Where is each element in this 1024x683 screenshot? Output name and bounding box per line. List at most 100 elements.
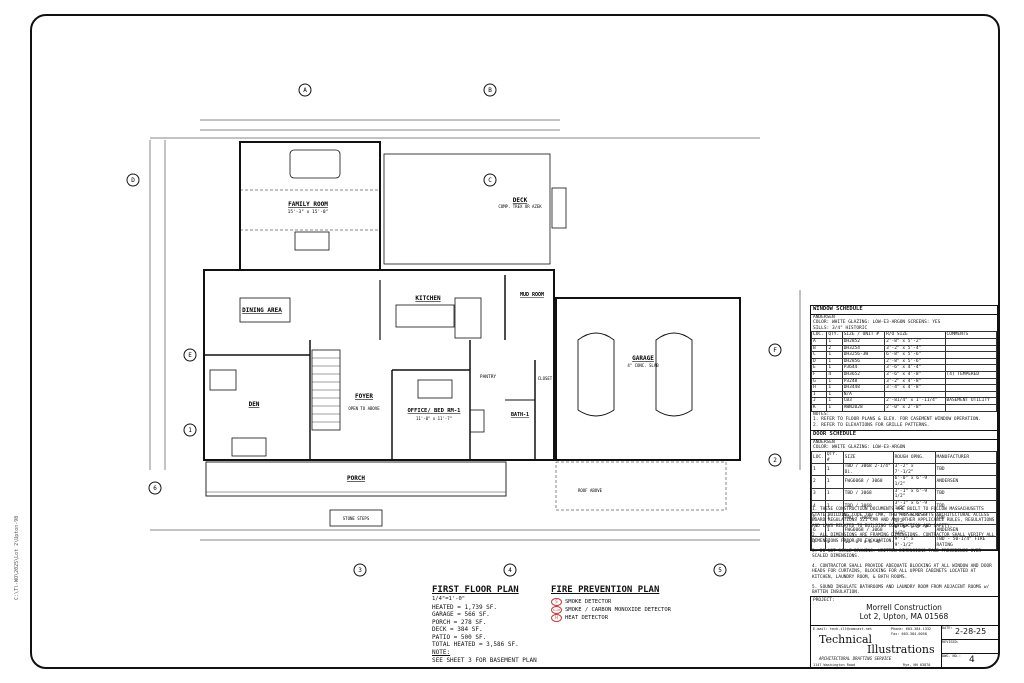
drawing-sheet-border: [30, 14, 1000, 669]
table-cell: TBD: [934, 487, 998, 501]
window-schedule-maker: ANDERSEN: [813, 314, 835, 320]
smoke-co-detector-icon: S-CO: [551, 606, 562, 614]
table-cell: 3'-2" x 4'-8": [884, 377, 946, 386]
room-label-deck: DECK: [513, 197, 528, 204]
general-note: 4. CONTRACTOR SHALL PROVIDE ADEQUATE BLO…: [812, 563, 992, 580]
fire-prevention-title: FIRE PREVENTION PLAN: [551, 585, 660, 595]
table-cell: [944, 344, 998, 353]
table-cell: [944, 357, 998, 366]
window-schedule-notes-label: NOTES:: [813, 411, 830, 417]
window-schedule-sills: SILLS: 3/4" HISTORIC: [813, 325, 868, 331]
column-header: QTY.: [826, 331, 843, 339]
label-roof-above: ROOF ABOVE: [578, 488, 603, 493]
table-cell: 9'-1" x 9'-1/2": [892, 536, 936, 550]
grid-marker-label: 3: [358, 567, 362, 574]
table-cell: 2: [826, 344, 843, 353]
table-cell: DH3652: [841, 370, 886, 379]
column-header: COMMENTS: [944, 331, 998, 339]
room-label-porch: PORCH: [347, 475, 365, 482]
column-header: LOC.: [810, 331, 828, 339]
grid-marker: 5: [713, 563, 727, 577]
door-schedule-title: DOOR SCHEDULE: [811, 430, 997, 440]
table-cell: [944, 384, 998, 392]
window-schedule-note: 1. REFER TO FLOOR PLANS & ELEV. FOR CASE…: [813, 417, 981, 423]
table-cell: P3644: [841, 364, 886, 372]
table-cell: DH3448: [841, 384, 886, 392]
grid-marker-label: 6: [153, 485, 157, 492]
sheet-number-box: DWG. NO.: 4: [941, 653, 999, 669]
table-header-row: LOC. QTY. # SIZE ROUGH OPNG. MANUFACTURE…: [811, 451, 998, 465]
table-cell: 3'-6" x 4'-8": [884, 370, 946, 379]
grid-marker: A: [298, 83, 312, 97]
grid-marker-label: D: [131, 177, 135, 184]
column-header: ROUGH OPNG.: [892, 451, 936, 465]
column-header: MANUFACTURER: [934, 451, 998, 465]
table-header-row: LOC. QTY. SIZE / UNIT # R/O SIZE COMMENT…: [810, 331, 998, 339]
table-cell: [944, 390, 998, 399]
table-cell: 1: [824, 463, 844, 477]
room-label-closet: CLOSET: [538, 376, 553, 381]
project-box: PROJECT: Morrell Construction Lot 2, Upt…: [811, 597, 999, 626]
table-cell: 6'-0" x 6'-9 1/2": [892, 475, 936, 489]
table-cell: (4) TEMPERED: [944, 370, 998, 379]
grid-marker-label: 1: [188, 427, 192, 434]
room-label-garage: GARAGE: [632, 355, 654, 362]
grid-marker: 2: [768, 453, 782, 467]
title-block: PROJECT: Morrell Construction Lot 2, Upt…: [810, 596, 999, 669]
table-cell: 3'-2" x 5'-4": [884, 344, 946, 353]
room-label-den: DEN: [249, 401, 260, 408]
plan-note-label: NOTE:: [432, 649, 451, 657]
grid-marker: E: [183, 348, 197, 362]
table-cell: BASEMENT UTILITY: [944, 397, 998, 405]
table-cell: J: [810, 397, 828, 405]
area-line: PORCH = 278 SF.: [432, 618, 487, 626]
table-cell: E: [810, 364, 828, 372]
door-schedule-table: LOC. QTY. # SIZE ROUGH OPNG. MANUFACTURE…: [811, 451, 998, 550]
column-header: LOC.: [811, 451, 826, 465]
plan-note: SEE SHEET 3 FOR BASEMENT PLAN: [432, 656, 537, 664]
table-cell: 1: [826, 377, 843, 386]
table-cell: 1: [826, 364, 843, 372]
table-cell: DH2852: [841, 337, 886, 346]
area-line: HEATED = 1,739 SF.: [432, 604, 498, 611]
legend-label: HEAT DETECTOR: [565, 615, 609, 621]
door-schedule-specs: COLOR: WHITE GLAZING: LOW-E3-ARGON: [813, 445, 906, 451]
grid-marker-label: F: [773, 347, 777, 354]
general-notes: 1. THESE CONSTRUCTION DOCUMENTS ARE BUIL…: [812, 507, 998, 600]
room-label-office: OFFICE/ BED RM-1: [408, 408, 462, 414]
table-cell: 1: [824, 536, 844, 550]
table-cell: 2: [811, 475, 826, 489]
table-cell: D: [810, 357, 828, 366]
company-town: Rye, NH 03870: [903, 663, 931, 667]
plan-scale: 1/4"=1'-0": [432, 596, 466, 602]
table-cell: [884, 390, 946, 399]
grid-marker: C: [483, 173, 497, 187]
column-header: SIZE: [842, 451, 894, 465]
window-schedule-specs: COLOR: WHITE GLAZING: LOW-E3-ARGON SCREE…: [813, 320, 941, 326]
table-cell: I: [810, 390, 828, 399]
table-cell: 1: [826, 357, 843, 366]
plan-title: FIRST FLOOR PLAN: [432, 585, 519, 595]
table-cell: 3'-1" x 6'-9 1/2": [892, 487, 936, 501]
column-header: SIZE / UNIT #: [841, 331, 886, 339]
window-schedule-table: LOC. QTY. SIZE / UNIT # R/O SIZE COMMENT…: [810, 331, 998, 412]
area-line: PATIO = 500 SF.: [432, 633, 487, 641]
table-cell: [944, 403, 998, 412]
table-cell: 4: [826, 370, 843, 379]
table-cell: 2'-8" x 5'-6": [884, 357, 946, 366]
company-fax: Fax: 603-384-0058: [891, 632, 927, 636]
room-label-foyer: FOYER: [355, 393, 373, 400]
table-cell: 3'-2" x 7'-1/2": [892, 463, 936, 477]
table-cell: 3'-6" x 4'-4": [884, 364, 946, 372]
table-cell: TBD / 3068 2-1/4" Di.: [842, 463, 894, 477]
table-cell: 2'-81/4" x 1'-11/4": [884, 397, 946, 405]
table-cell: [944, 377, 998, 386]
